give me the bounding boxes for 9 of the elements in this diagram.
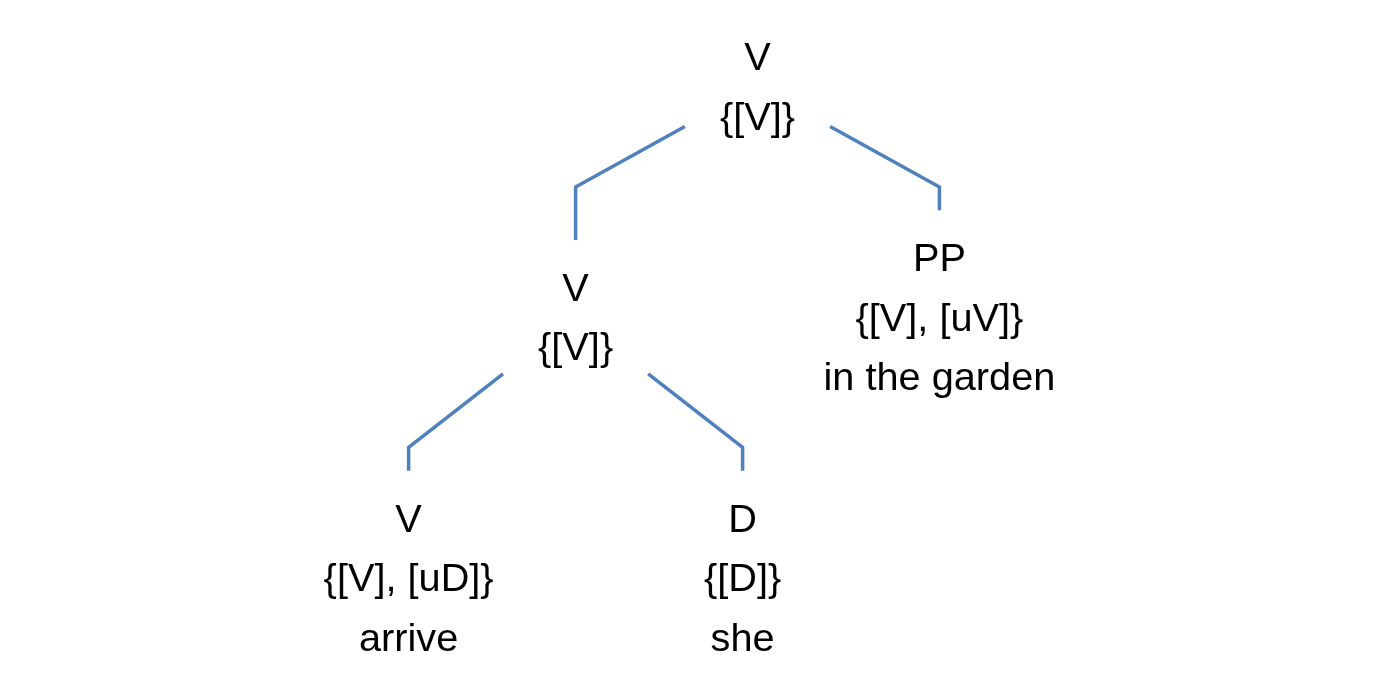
connector xyxy=(647,372,745,471)
connector xyxy=(829,125,942,211)
connector xyxy=(406,372,505,471)
connector xyxy=(573,125,686,241)
node-text: V {[V], [uD]} arrive xyxy=(323,495,494,659)
node-text: V {[V]} xyxy=(719,33,796,138)
node-text: D {[D]} she xyxy=(703,495,782,659)
node-text: PP {[V], [uV]} in the garden xyxy=(823,234,1056,399)
node-text: V {[V]} xyxy=(538,264,614,369)
